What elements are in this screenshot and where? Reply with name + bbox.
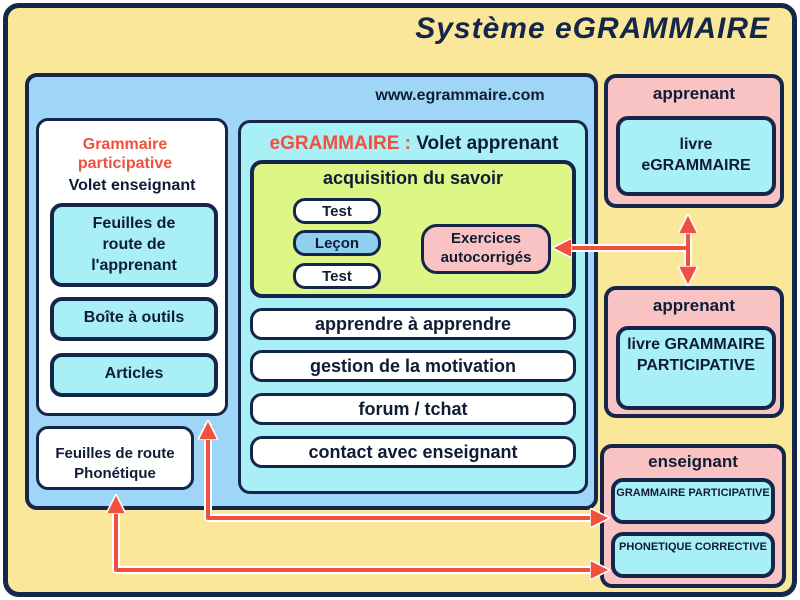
toolbox-box — [50, 297, 218, 341]
book-grammaire-participative-box — [616, 326, 776, 410]
forum-box — [250, 393, 576, 425]
contact-teacher-box — [250, 436, 576, 468]
lesson-pill — [293, 230, 381, 256]
exercises-label: Exercices autocorrigés — [440, 230, 532, 266]
roadmap-learner-box — [50, 203, 218, 287]
motivation-label: gestion de la motivation — [309, 356, 517, 376]
test-pill-top-label: Test — [322, 203, 352, 220]
motivation-box — [250, 350, 576, 382]
book-grammaire-participative-label: livre GRAMMAIRE PARTICIPATIVE — [627, 336, 765, 374]
articles-label: Articles — [104, 365, 164, 382]
acquisition-title: acquisition du savoir — [322, 168, 504, 188]
lesson-pill-label: Leçon — [314, 235, 360, 252]
teacher-book-grammaire-box — [611, 478, 775, 524]
system-title: Système eGRAMMAIRE — [415, 12, 770, 45]
teacher-panel-subtitle: Volet enseignant — [68, 177, 196, 194]
contact-teacher-label: contact avec enseignant — [308, 442, 518, 462]
learn-to-learn-label: apprendre à apprendre — [314, 314, 512, 334]
articles-box — [50, 353, 218, 397]
arrow-phonetics-left — [116, 498, 300, 572]
learner-block-1-title: apprenant — [652, 84, 736, 103]
website-url: www.egrammaire.com — [375, 87, 545, 104]
learner-panel-title: eGRAMMAIRE : Volet apprenant — [244, 133, 584, 155]
toolbox-label: Boîte à outils — [83, 309, 185, 326]
learner-panel-title-accent: eGRAMMAIRE : — [269, 133, 411, 154]
forum-label: forum / tchat — [358, 399, 468, 419]
teacher-book-phonetique-box — [611, 532, 775, 578]
learner-block-2-title: apprenant — [652, 296, 736, 315]
phonetics-roadmap-label: Feuilles de route Phonétique — [55, 445, 175, 482]
arrow-teacher-panel-left — [208, 424, 300, 520]
learner-panel-title-rest: Volet apprenant — [416, 133, 559, 154]
roadmap-learner-label: Feuilles de route de l'apprenant — [91, 215, 177, 274]
phonetics-roadmap-box — [36, 426, 194, 490]
test-pill-top — [293, 198, 381, 224]
test-pill-bottom-label: Test — [322, 268, 352, 285]
teacher-book-phonetique-label: PHONETIQUE CORRECTIVE — [619, 541, 767, 553]
test-pill-bottom — [293, 263, 381, 289]
book-egrammaire-box — [616, 116, 776, 196]
teacher-book-grammaire-label: GRAMMAIRE PARTICIPATIVE — [616, 487, 770, 499]
book-egrammaire-label: livre eGRAMMAIRE — [641, 136, 751, 174]
teacher-block-title: enseignant — [648, 452, 738, 471]
teacher-panel-title: Grammaire participative — [77, 136, 173, 172]
learn-to-learn-box — [250, 308, 576, 340]
exercises-box — [421, 224, 551, 274]
